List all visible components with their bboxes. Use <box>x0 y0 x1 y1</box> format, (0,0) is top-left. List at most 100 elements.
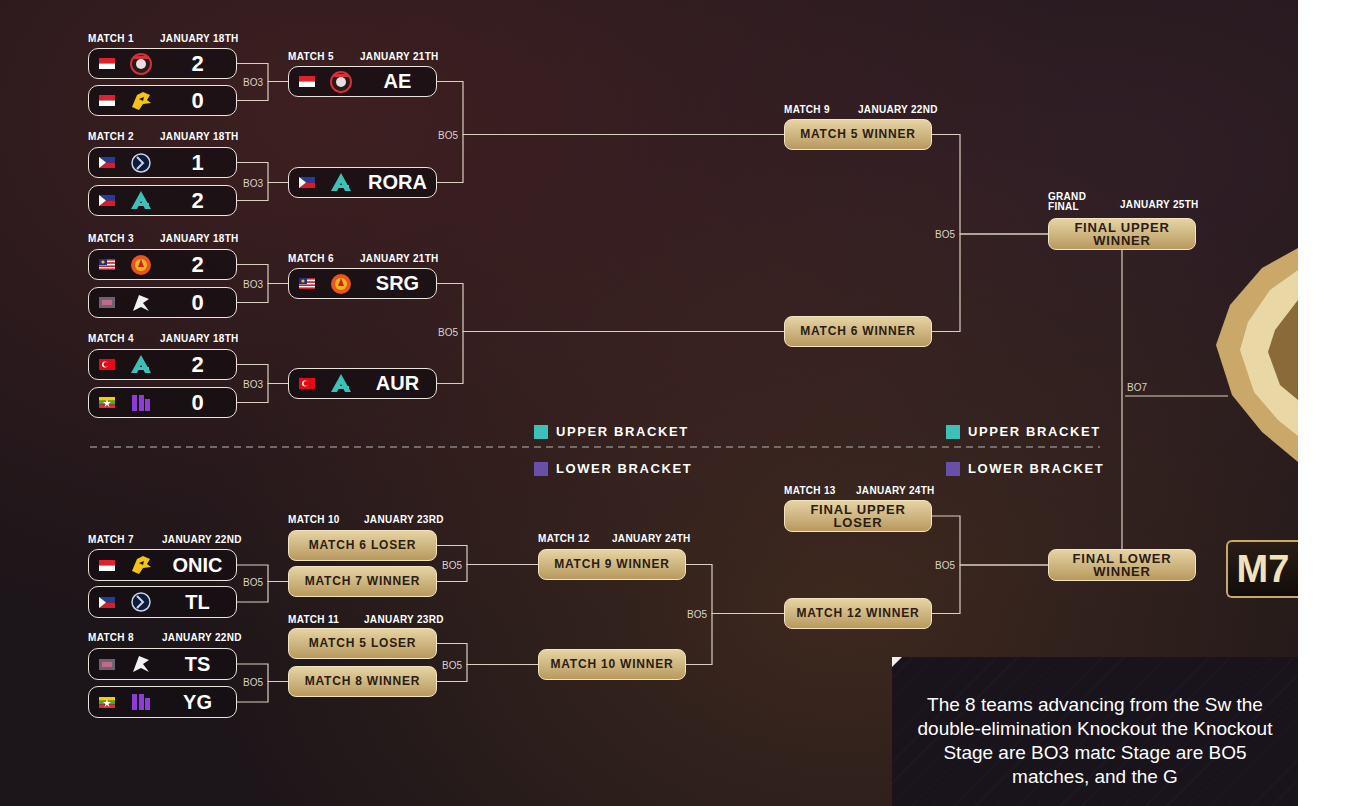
match-date: JANUARY 23RD <box>364 514 444 525</box>
slot-text: 0 <box>159 88 236 114</box>
slot-text: MATCH 9 WINNER <box>554 558 670 571</box>
team-logo <box>329 70 353 94</box>
connector-line <box>437 82 784 135</box>
match-number: GRAND FINAL <box>1048 192 1092 212</box>
match-date: JANUARY 22ND <box>162 632 242 643</box>
team-logo <box>129 291 153 315</box>
flag-icon <box>99 697 115 708</box>
flag-icon <box>99 58 115 69</box>
slot-text: SRG <box>359 272 436 295</box>
match-format: BO5 <box>438 129 458 140</box>
match-date: JANUARY 22ND <box>858 104 938 115</box>
match-number: MATCH 4 <box>88 333 134 344</box>
team-icons <box>99 690 159 714</box>
team-slot: 1 <box>88 147 237 178</box>
slot-text: FINAL UPPER WINNER <box>1057 221 1187 247</box>
match-date: JANUARY 22ND <box>162 534 242 545</box>
info-panel: The 8 teams advancing from the Sw the do… <box>892 657 1298 806</box>
team-slot: 0 <box>88 85 237 116</box>
slot-text: M7 <box>1237 548 1290 591</box>
team-icons <box>99 89 159 113</box>
flag-icon <box>299 278 315 289</box>
placeholder-slot: FINAL LOWER WINNER <box>1048 549 1196 581</box>
team-icons <box>299 272 359 296</box>
slot-text: TL <box>159 591 236 614</box>
team-icons <box>99 553 159 577</box>
match-number: MATCH 5 <box>288 51 334 62</box>
slot-text: 0 <box>159 290 236 316</box>
team-logo <box>129 652 153 676</box>
team-logo <box>129 52 153 76</box>
legend-text: UPPER BRACKET <box>556 424 689 439</box>
slot-text: 2 <box>159 51 236 77</box>
legend-swatch <box>534 462 548 476</box>
team-slot: TL <box>88 586 237 618</box>
placeholder-slot: MATCH 6 WINNER <box>784 316 932 347</box>
team-icons <box>99 291 159 315</box>
legend-row: LOWER BRACKET <box>534 461 692 476</box>
flag-icon <box>99 95 115 106</box>
flag-icon <box>99 195 115 206</box>
team-logo <box>129 590 153 614</box>
slot-text: TS <box>159 653 236 676</box>
legend-swatch <box>534 425 548 439</box>
emblem-core <box>1268 300 1298 400</box>
team-icons <box>99 151 159 175</box>
placeholder-slot: MATCH 6 LOSER <box>288 530 437 561</box>
match-number: MATCH 11 <box>288 614 339 625</box>
team-icons <box>99 652 159 676</box>
match-number: MATCH 6 <box>288 253 334 264</box>
match-format: BO5 <box>442 559 462 570</box>
flag-icon <box>299 177 315 188</box>
divider-line <box>90 446 1100 448</box>
legend-row: UPPER BRACKET <box>946 424 1101 439</box>
connector-line <box>932 565 1048 614</box>
slot-text: MATCH 5 WINNER <box>800 128 916 141</box>
connector-line <box>437 284 784 332</box>
match-number: MATCH 1 <box>88 33 134 44</box>
placeholder-slot: FINAL UPPER WINNER <box>1048 218 1196 250</box>
legend-swatch <box>946 425 960 439</box>
team-icons <box>99 52 159 76</box>
match-date: JANUARY 21TH <box>360 253 439 264</box>
match-format: BO5 <box>935 229 955 240</box>
team-slot: 2 <box>88 349 237 380</box>
team-slot: 2 <box>88 249 237 280</box>
slot-text: MATCH 7 WINNER <box>305 575 421 588</box>
team-logo <box>329 272 353 296</box>
match-format: BO5 <box>438 326 458 337</box>
team-icons <box>99 353 159 377</box>
emblem-shape <box>1216 248 1298 462</box>
connector-line <box>932 234 1048 332</box>
team-icons <box>99 253 159 277</box>
match-format: BO5 <box>243 676 263 687</box>
slot-text: ONIC <box>159 554 236 577</box>
emblem-inner <box>1240 270 1298 436</box>
match-format: BO3 <box>243 278 263 289</box>
team-slot: SRG <box>288 268 437 299</box>
flag-icon <box>99 259 115 270</box>
flag-icon <box>99 297 115 308</box>
team-logo <box>129 353 153 377</box>
match-format: BO7 <box>1127 382 1147 393</box>
bracket-stage: 20122020AERORASRGAURMATCH 5 WINNERMATCH … <box>0 0 1298 806</box>
slot-text: FINAL LOWER WINNER <box>1057 552 1187 578</box>
slot-text: FINAL UPPER LOSER <box>793 503 923 529</box>
match-format: BO5 <box>442 659 462 670</box>
connector-line <box>932 135 1048 235</box>
match-number: MATCH 2 <box>88 131 134 142</box>
connector-line <box>437 332 784 384</box>
slot-text: MATCH 8 WINNER <box>305 675 421 688</box>
team-logo <box>329 372 353 396</box>
team-slot: ONIC <box>88 549 237 581</box>
match-number: MATCH 12 <box>538 533 590 544</box>
team-icons <box>299 372 359 396</box>
match-date: JANUARY 25TH <box>1120 199 1199 210</box>
team-icons <box>99 189 159 213</box>
info-text: The 8 teams advancing from the Sw the do… <box>904 693 1286 789</box>
legend-text: LOWER BRACKET <box>968 461 1104 476</box>
team-slot: AUR <box>288 368 437 399</box>
match-number: MATCH 10 <box>288 514 340 525</box>
team-logo <box>129 690 153 714</box>
slot-text: MATCH 10 WINNER <box>550 658 673 671</box>
